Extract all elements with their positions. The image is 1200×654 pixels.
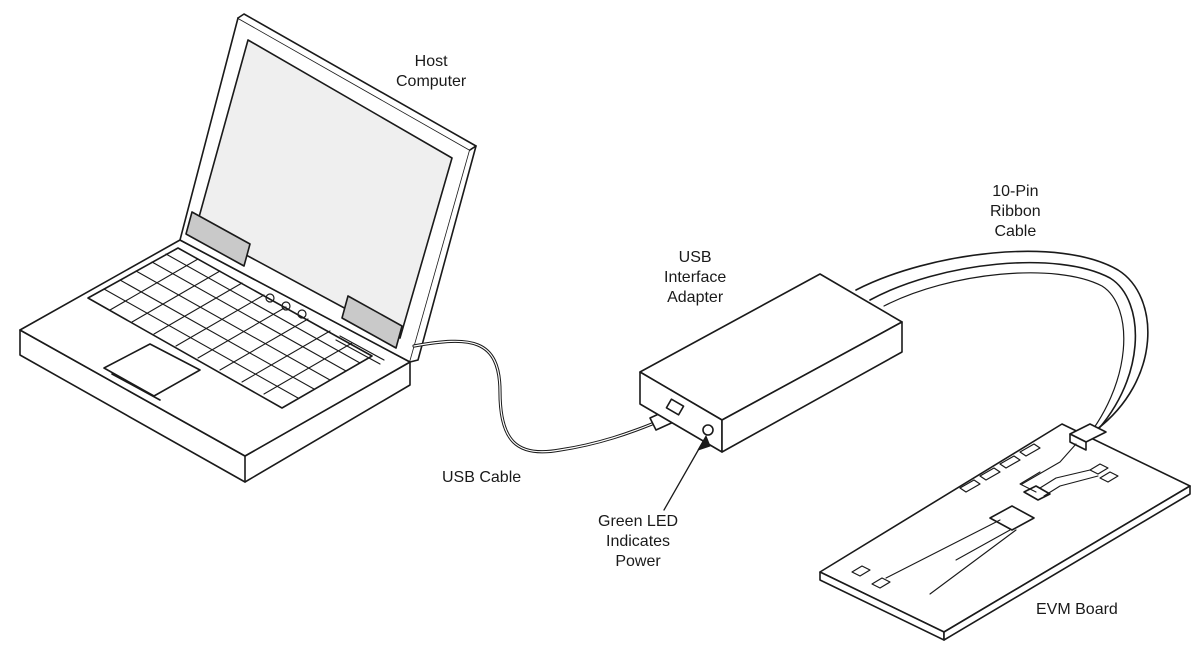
green-led-label-line3: Power [615,553,661,570]
green-led-label-line1: Green LED [598,513,679,530]
usb-cable-label-text: USB Cable [442,469,522,486]
usb-interface-adapter-label: USB Interface Adapter [664,248,726,308]
touchpad [103,343,201,397]
host-computer-label-line2: Computer [396,73,467,90]
ribbon-label-line3: Cable [994,223,1037,240]
adapter-label-line2: Interface [664,269,727,286]
green-led-icon [702,424,714,436]
usb-interface-adapter [639,273,903,453]
chip-main [989,505,1035,531]
green-led-label: Green LED Indicates Power [598,512,678,572]
keyboard [87,247,373,409]
evm-board [819,423,1191,641]
evm-board-label: EVM Board [1036,600,1118,620]
laptop-illustration [19,13,477,483]
adapter-label-line1: USB [678,249,712,266]
ribbon-label-line1: 10-Pin [992,183,1039,200]
hinge-right [341,295,403,349]
ribbon-label-line2: Ribbon [990,203,1041,220]
hinge-left [185,211,251,267]
host-computer-label: Host Computer [396,52,466,92]
usb-cable-label: USB Cable [442,468,521,488]
laptop-buttons [265,293,385,365]
evm-board-label-text: EVM Board [1036,601,1118,618]
green-led-label-line2: Indicates [606,533,671,550]
led-pointer [663,435,711,511]
ribbon-cable [855,250,1149,447]
ribbon-cable-label: 10-Pin Ribbon Cable [990,182,1041,242]
host-computer-label-line1: Host [414,53,448,70]
adapter-label-line3: Adapter [667,289,724,306]
